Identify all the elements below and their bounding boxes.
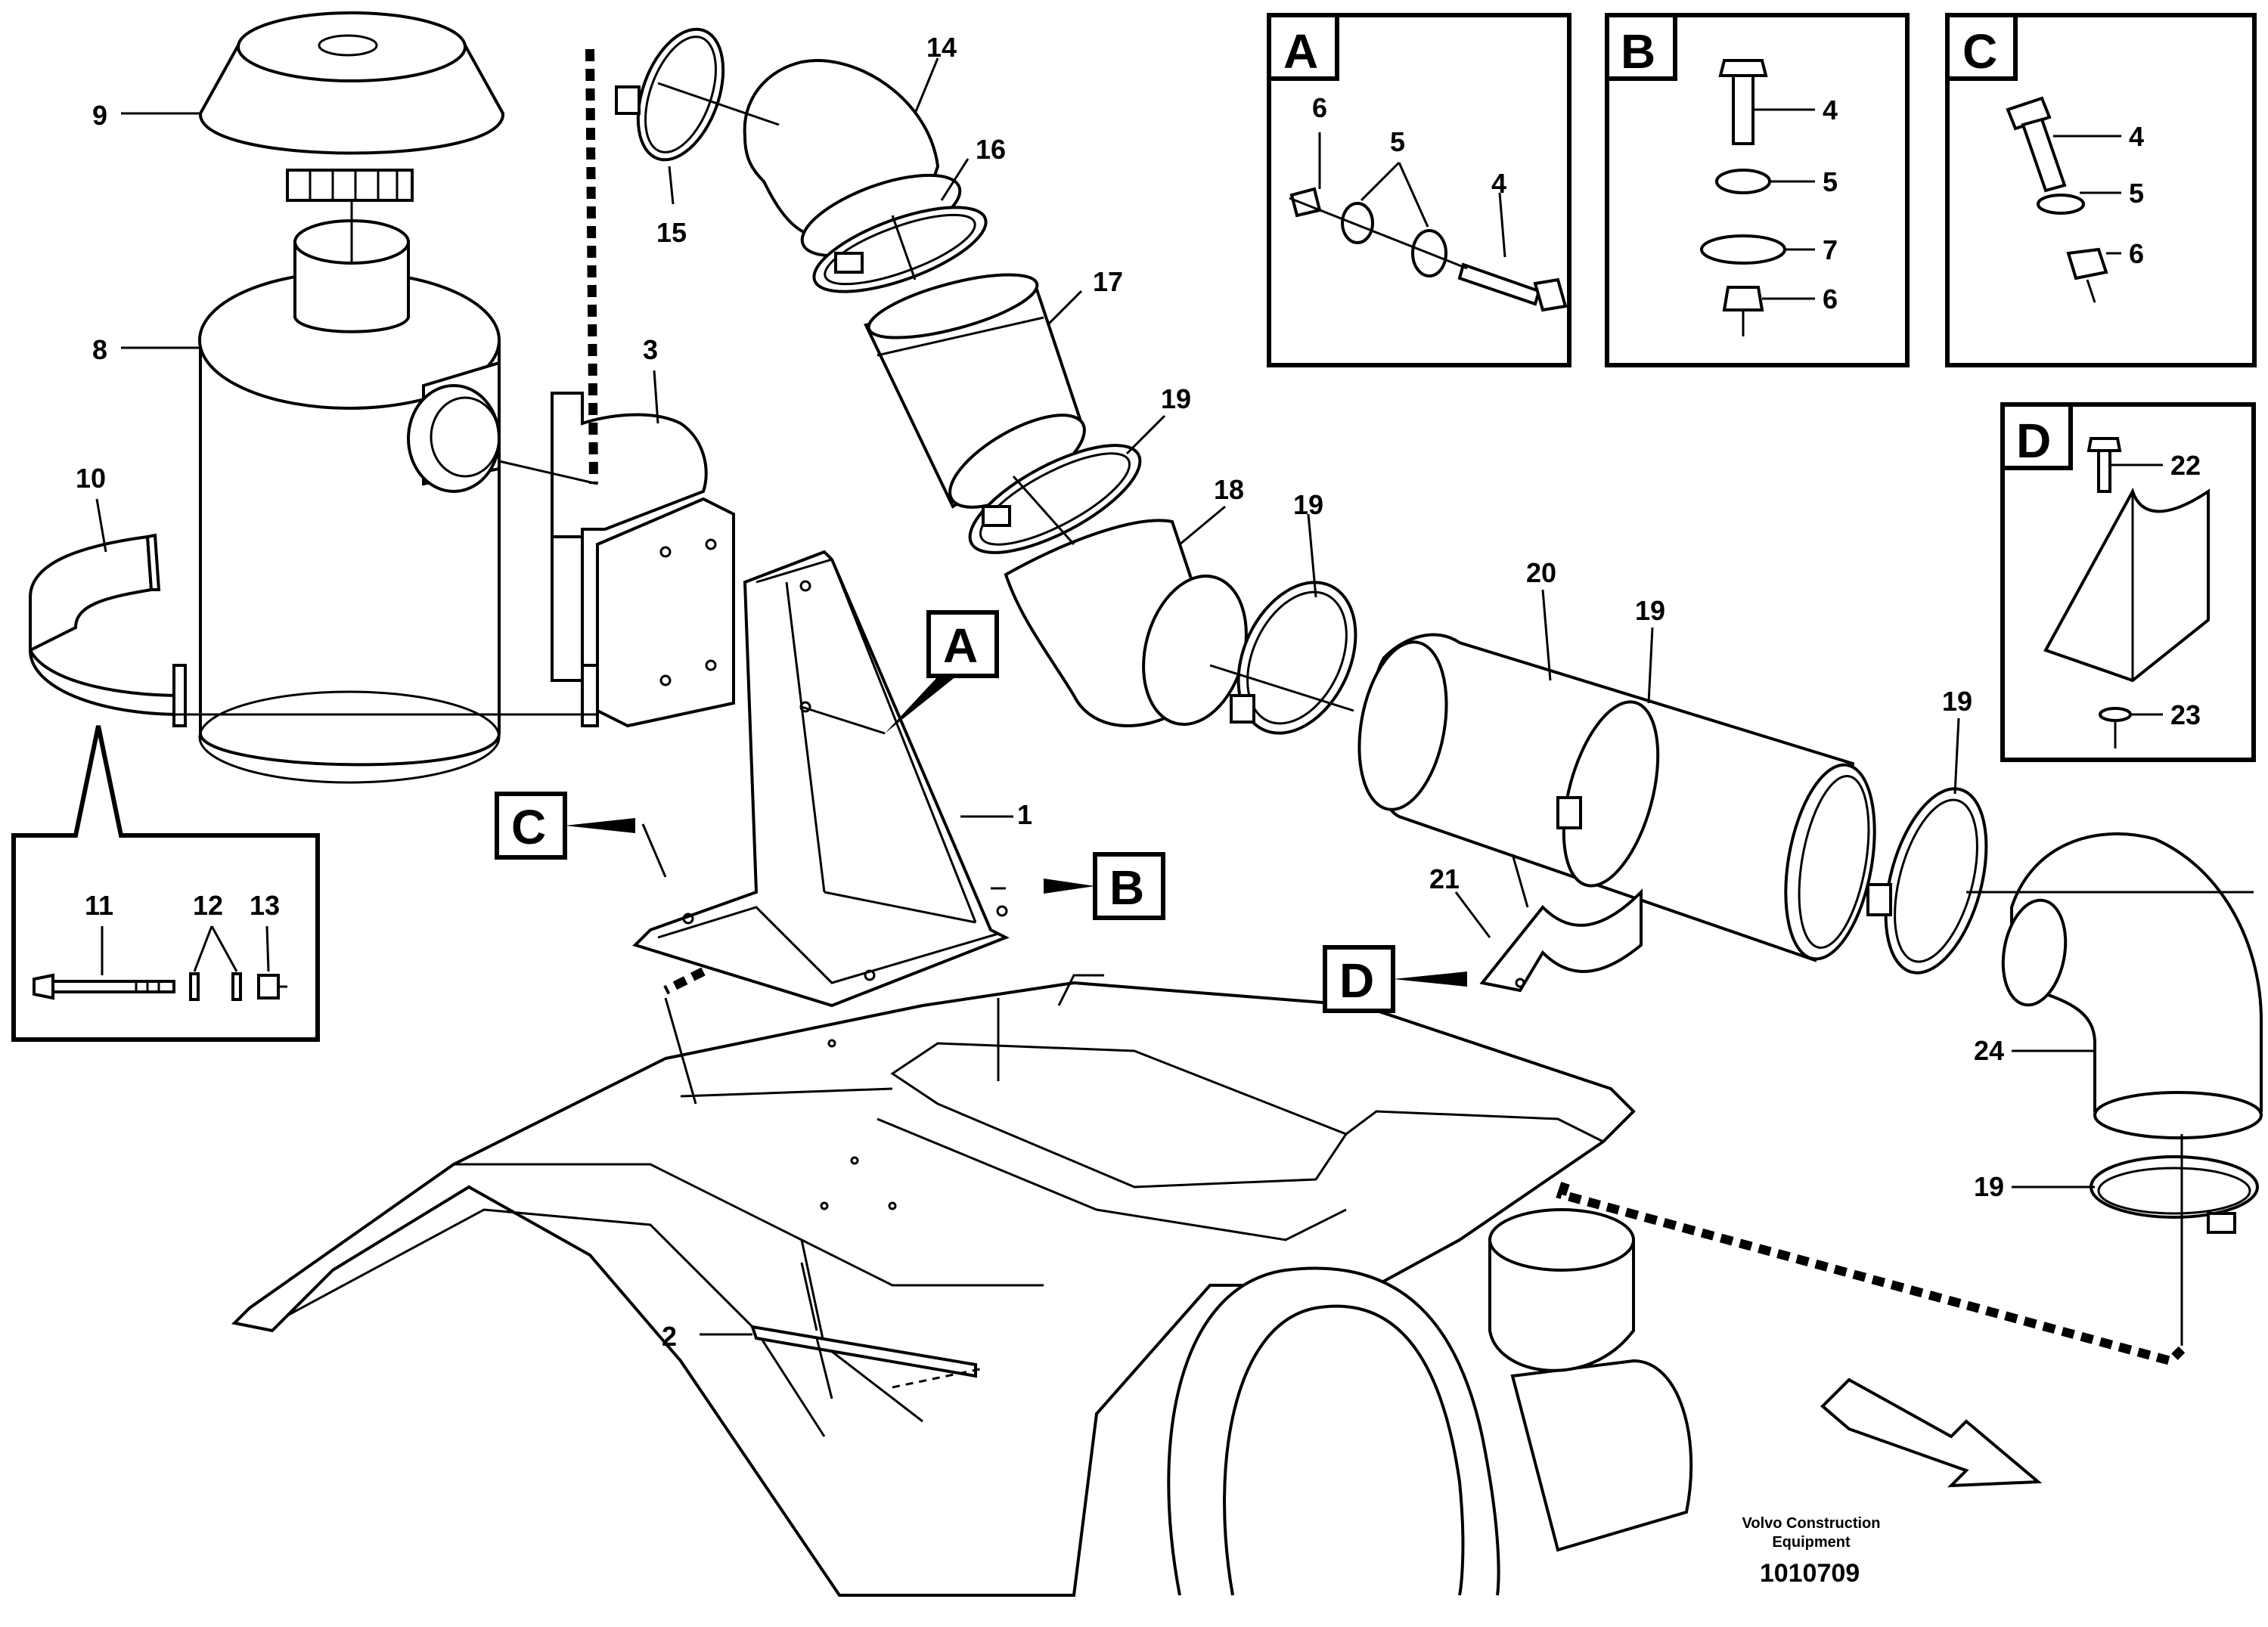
- pointer-C: [495, 792, 635, 860]
- detail-box-labels: A 6 5 4 B 4 5 7 6 C 4 5 6 D 22 23 A B C …: [511, 24, 2201, 1008]
- part-2-strip: [750, 1262, 984, 1399]
- detail-D-label-22: 22: [2170, 450, 2201, 481]
- adapter-17: [864, 273, 1086, 509]
- callout-16: 16: [976, 134, 1006, 165]
- detail-C-label-5: 5: [2129, 178, 2144, 209]
- callout-19-e: 19: [1974, 1171, 2004, 1202]
- callout-11: 11: [85, 890, 113, 921]
- detail-A-label-4: 4: [1491, 168, 1506, 199]
- callout-19-a: 19: [1161, 383, 1191, 414]
- detail-D-label-23: 23: [2170, 699, 2201, 730]
- callout-8: 8: [92, 334, 107, 365]
- machine-body: [231, 974, 1693, 1597]
- clamp-19-a: [968, 444, 1142, 554]
- elbow-14: [743, 58, 962, 258]
- pointer-D: [1323, 945, 1467, 1013]
- document-number: 1010709: [1760, 1559, 1860, 1588]
- clamp-15: [615, 27, 725, 162]
- callout-2: 2: [662, 1321, 677, 1352]
- pointer-B-letter: B: [1109, 860, 1144, 915]
- detail-B-label-5: 5: [1823, 166, 1838, 197]
- leader-lines: [170, 48, 2254, 1366]
- clamp-16: [812, 206, 988, 293]
- detail-A-label-5: 5: [1390, 126, 1405, 157]
- callout-12: 12: [193, 890, 223, 921]
- callout-20: 20: [1526, 557, 1556, 588]
- saddle-21: [1479, 888, 1643, 993]
- callout-18: 18: [1214, 474, 1244, 505]
- detail-box-A: [1267, 13, 1571, 367]
- pointer-B: [1044, 852, 1165, 920]
- credit-line-1: Volvo Construction: [1742, 1515, 1881, 1532]
- detail-C-letter: C: [1962, 24, 1997, 79]
- bracket-3: [551, 392, 735, 728]
- clamp-19-e: [2090, 1155, 2259, 1234]
- callout-19-d: 19: [1942, 686, 1972, 717]
- detail-B-letter: B: [1621, 24, 1655, 79]
- callout-24: 24: [1974, 1035, 2004, 1066]
- detail-box-C: [1945, 13, 2257, 367]
- callout-leaders: [95, 57, 2095, 1336]
- detail-C-label-4: 4: [2129, 121, 2144, 152]
- clamp-19-b: [1230, 581, 1357, 735]
- callout-9: 9: [92, 100, 107, 131]
- air-cleaner-body: [198, 219, 501, 784]
- credit-block: Volvo Construction Equipment 1010709: [1742, 1515, 1881, 1588]
- callout-3: 3: [643, 334, 658, 365]
- callout-21: 21: [1429, 863, 1460, 894]
- detail-box-B: [1605, 13, 1910, 367]
- pointer-A-letter: A: [943, 618, 978, 673]
- elbow-24: [2001, 832, 2263, 1139]
- detail-B-label-6: 6: [1823, 284, 1838, 315]
- detail-A-label-6: 6: [1312, 92, 1327, 123]
- pointer-A: [885, 610, 999, 733]
- callout-13: 13: [250, 890, 280, 921]
- callout-1: 1: [1017, 799, 1032, 830]
- detail-C-label-6: 6: [2129, 238, 2144, 269]
- direction-arrow: [1820, 1378, 2043, 1488]
- detail-bolt-box: [11, 725, 320, 1042]
- callout-19-b: 19: [1293, 489, 1323, 520]
- credit-line-2: Equipment: [1772, 1534, 1851, 1551]
- clamp-19-d: [1866, 787, 1988, 975]
- detail-B-label-4: 4: [1823, 95, 1838, 126]
- elbow-18: [1004, 519, 1248, 727]
- clamp-19-c: [1556, 700, 1660, 888]
- detail-D-letter: D: [2016, 414, 2051, 468]
- callout-labels: 1 2 3 8 9 10 11 12 13 14 15 16 17 18 19 …: [76, 32, 2004, 1352]
- callout-17: 17: [1093, 266, 1123, 297]
- callout-14: 14: [926, 32, 957, 63]
- callout-19-c: 19: [1635, 595, 1665, 626]
- detail-box-D: [2000, 402, 2256, 762]
- detail-B-label-7: 7: [1823, 234, 1838, 265]
- pointer-D-letter: D: [1339, 953, 1374, 1008]
- pointer-C-letter: C: [511, 800, 546, 854]
- strap-10: [29, 533, 187, 727]
- detail-A-letter: A: [1283, 24, 1318, 79]
- support-1: [632, 550, 1010, 1008]
- callout-10: 10: [76, 463, 106, 494]
- air-cleaner-lid: [198, 11, 505, 202]
- callout-15: 15: [656, 217, 687, 248]
